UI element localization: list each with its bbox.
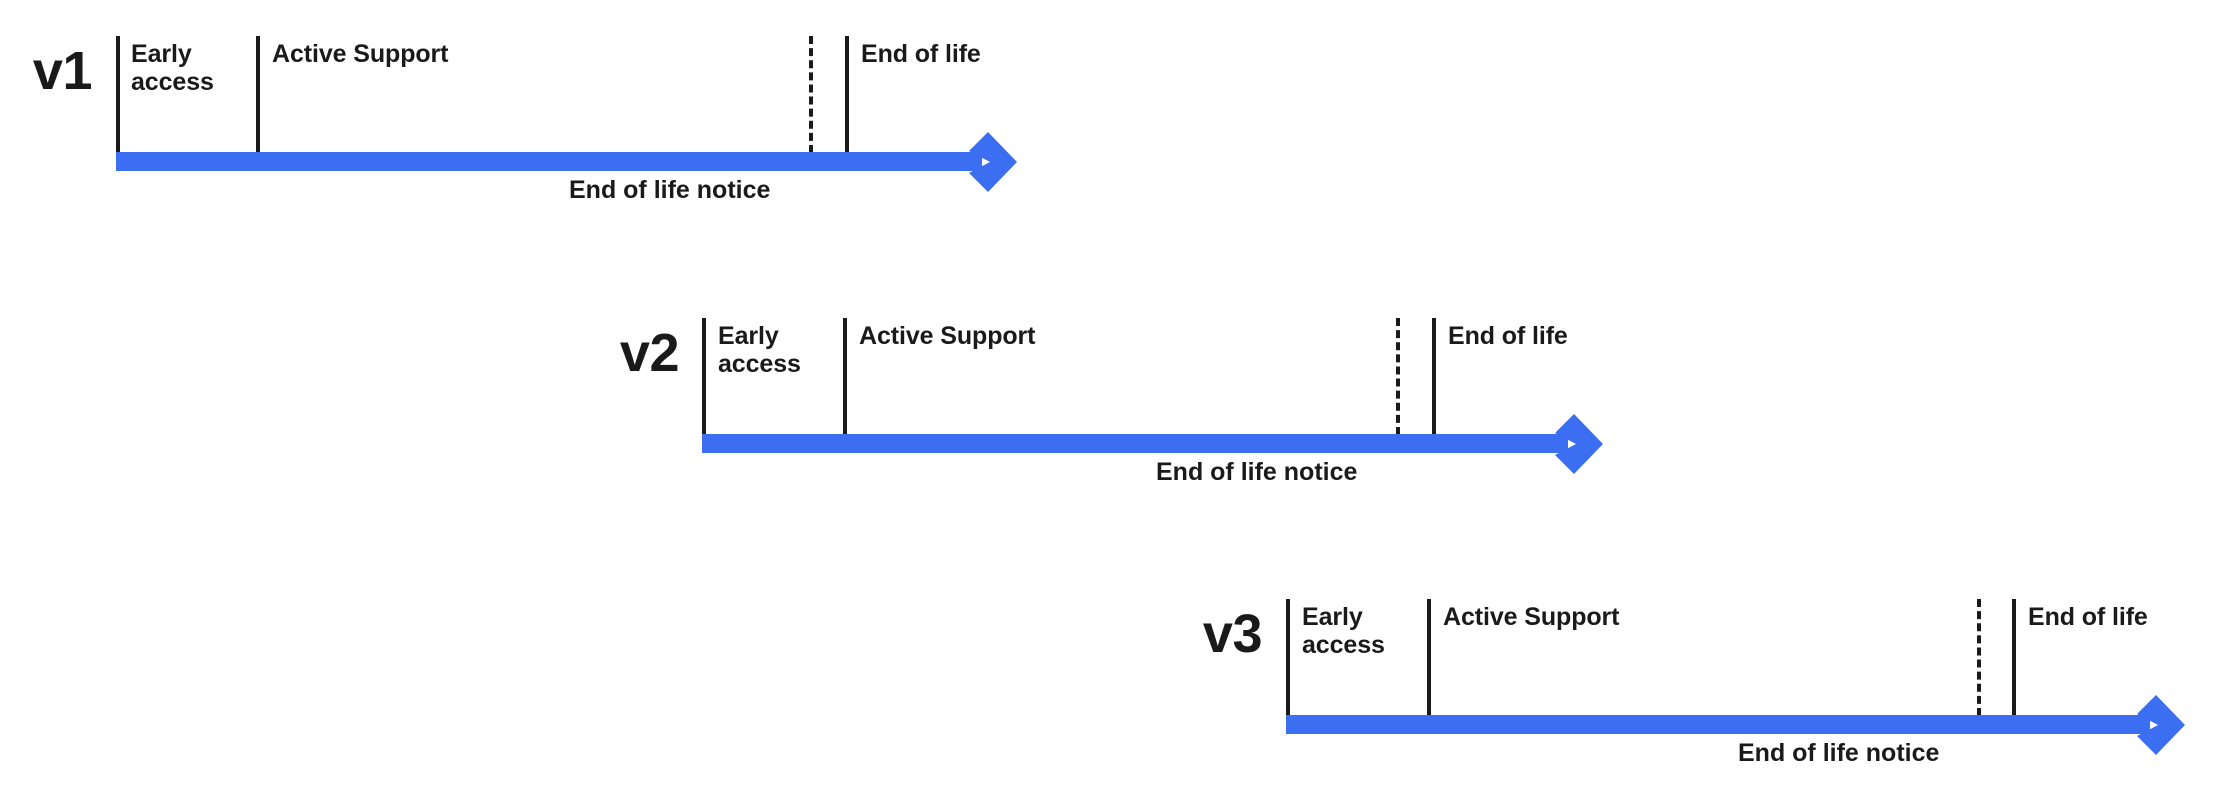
tick-early-access-start [702, 318, 706, 435]
version-label: v2 [619, 323, 680, 383]
phase-label-early-access: Early access [718, 322, 801, 378]
end-of-life-notice-label: End of life notice [1156, 458, 1358, 486]
arrow-right-icon [2137, 694, 2185, 755]
version-label: v1 [32, 41, 93, 101]
phase-label-early-access: Early access [1302, 603, 1385, 659]
arrow-right-icon [969, 131, 1017, 192]
phase-label-active-support: Active Support [272, 40, 449, 68]
phase-label-early-access: Early access [131, 40, 214, 96]
tick-active-support-start [1427, 599, 1431, 716]
phase-label-end-of-life: End of life [2028, 603, 2148, 631]
phase-label-active-support: Active Support [1443, 603, 1620, 631]
tick-active-support-start [843, 318, 847, 435]
support-arrow-bar [1286, 715, 2150, 734]
version-label: v3 [1202, 604, 1263, 664]
support-arrow-bar [116, 152, 982, 171]
tick-early-access-start [1286, 599, 1290, 716]
tick-end-of-life-notice-dashed [1396, 318, 1400, 435]
support-arrow-bar [702, 434, 1568, 453]
tick-early-access-start [116, 36, 120, 153]
tick-end-of-life [2012, 599, 2016, 716]
phase-label-active-support: Active Support [859, 322, 1036, 350]
phase-label-end-of-life: End of life [861, 40, 981, 68]
arrow-right-icon [1555, 413, 1603, 474]
end-of-life-notice-label: End of life notice [1738, 739, 1940, 767]
tick-end-of-life [1432, 318, 1436, 435]
tick-active-support-start [256, 36, 260, 153]
tick-end-of-life-notice-dashed [1977, 599, 1981, 716]
tick-end-of-life-notice-dashed [809, 36, 813, 153]
end-of-life-notice-label: End of life notice [569, 176, 771, 204]
tick-end-of-life [845, 36, 849, 153]
phase-label-end-of-life: End of life [1448, 322, 1568, 350]
